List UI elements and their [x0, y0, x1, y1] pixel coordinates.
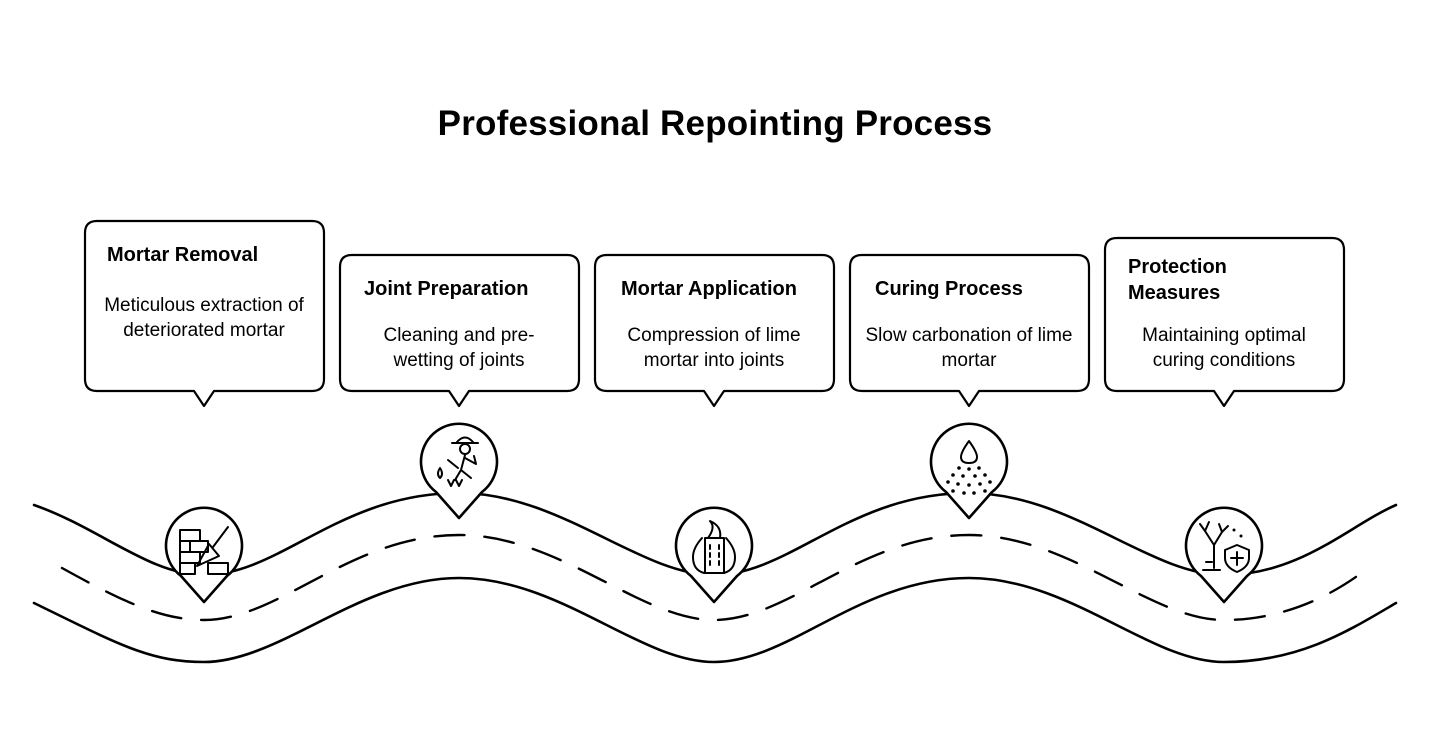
road-bottom-edge — [32, 576, 1398, 664]
plant-shield-icon — [1199, 521, 1250, 573]
water-drop-spray-icon — [946, 440, 992, 495]
callout-box-5 — [1103, 236, 1346, 408]
step-desc-curing-process: Slow carbonation of lime mortar — [865, 325, 1073, 371]
brick-wall-trowel-icon — [179, 526, 229, 575]
step-desc-joint-preparation: Cleaning and pre-wetting of joints — [383, 325, 535, 371]
callout-box-3 — [593, 253, 836, 408]
callout-box-1 — [83, 219, 326, 408]
worker-watering-icon — [437, 436, 479, 487]
step-title-joint-preparation: Joint Preparation — [364, 278, 529, 300]
map-pin-3 — [674, 506, 754, 604]
step-desc-mortar-application: Compression of lime mortar into joints — [627, 325, 801, 371]
step-desc-mortar-removal: Meticulous extraction of deteriorated mo… — [104, 295, 304, 341]
step-title-mortar-removal: Mortar Removal — [107, 244, 259, 266]
step-desc-protection-measures: Maintaining optimal curing conditions — [1142, 325, 1306, 371]
callout-box-4 — [848, 253, 1091, 408]
page-title: Professional Repointing Process — [437, 104, 993, 143]
step-title-mortar-application: Mortar Application — [621, 278, 797, 300]
map-pin-2 — [419, 422, 499, 520]
callout-box-2 — [338, 253, 581, 408]
step-title-protection-measures: Protection Measures — [1128, 256, 1227, 304]
map-pin-4 — [929, 422, 1009, 520]
building-flame-icon — [692, 520, 736, 574]
step-title-curing-process: Curing Process — [875, 278, 1023, 300]
road-center-line — [60, 533, 1370, 622]
